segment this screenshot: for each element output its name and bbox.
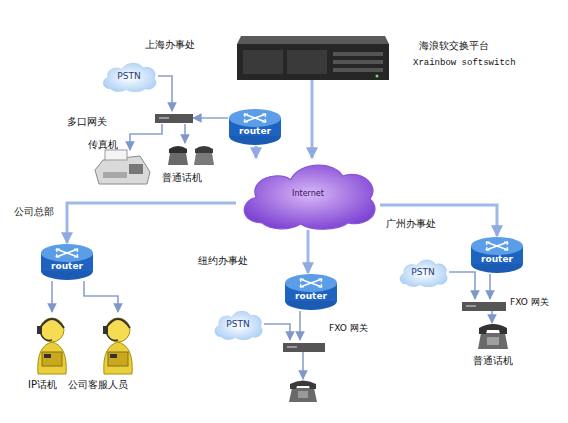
gateway-symbol — [462, 299, 506, 311]
node-label: Xrainbow softswitch — [413, 58, 533, 68]
phones-symbol — [168, 143, 216, 167]
link-arrow — [299, 311, 301, 340]
link-arrow — [489, 274, 491, 299]
link-arrow — [491, 311, 493, 323]
router-node: router — [470, 236, 524, 274]
link-arrow — [130, 124, 162, 150]
gateway-symbol — [155, 111, 193, 124]
cloud-node: PSTN — [100, 60, 158, 92]
person-node: IP话机 — [32, 312, 72, 374]
cloud-node: PSTN — [212, 308, 264, 340]
node-label: 多口网关 — [67, 116, 127, 128]
person-symbol — [98, 312, 138, 374]
server-symbol — [237, 36, 389, 80]
node-label: router — [284, 291, 338, 301]
node-label: PSTN — [100, 71, 158, 81]
link-arrow — [193, 117, 228, 119]
node-label: FXO 网关 — [510, 297, 568, 307]
office-label: 公司总部 — [14, 206, 54, 218]
link-arrow — [264, 324, 290, 340]
router-node: router — [284, 273, 338, 311]
gateway-node: FXO 网关 — [462, 299, 506, 311]
server-node: 海浪软交换平台Xrainbow softswitch — [237, 36, 389, 80]
node-label: Internet — [236, 189, 380, 198]
router-node: router — [228, 108, 282, 146]
link-arrow — [380, 205, 497, 236]
gateway-node: 多口网关 — [155, 111, 193, 124]
office-label: 纽约办事处 — [198, 255, 248, 267]
node-label: 普通话机 — [162, 172, 222, 184]
net-node: Internet — [236, 158, 380, 230]
node-label: router — [470, 254, 524, 264]
person-node: 公司客服人员 — [98, 312, 138, 374]
link-arrow — [84, 281, 118, 312]
link-arrow — [158, 76, 172, 111]
fax-node: 传真机 — [95, 150, 150, 185]
node-label: 公司客服人员 — [68, 379, 148, 391]
link-arrow — [255, 146, 258, 158]
gateway-node: FXO 网关 — [283, 340, 325, 352]
phones-node: 普通话机 — [168, 143, 216, 167]
node-label: router — [40, 261, 94, 271]
phone-symbol — [478, 323, 508, 349]
person-symbol — [32, 312, 72, 374]
link-arrow — [67, 203, 236, 243]
router-node: router — [40, 243, 94, 281]
office-label: 上海办事处 — [145, 39, 195, 51]
link-arrow — [311, 80, 314, 158]
gateway-symbol — [283, 340, 325, 352]
node-label: 海浪软交换平台 — [419, 40, 519, 52]
phone-wire — [302, 352, 304, 379]
node-label: 传真机 — [88, 139, 138, 151]
fax-symbol — [95, 150, 150, 185]
link-arrow — [184, 124, 186, 143]
link-arrow — [449, 272, 475, 299]
node-label: 普通话机 — [473, 355, 533, 367]
desk-phone-symbol — [289, 381, 317, 403]
node-label: PSTN — [397, 267, 449, 277]
phone-node: 普通话机 — [478, 323, 508, 349]
node-label: FXO 网关 — [329, 323, 389, 333]
office-label: 广州办事处 — [386, 218, 436, 230]
link-arrow — [307, 230, 310, 273]
node-label: router — [228, 126, 282, 136]
node-label: PSTN — [212, 319, 264, 329]
cloud-node: PSTN — [397, 257, 449, 287]
link-arrow — [51, 281, 53, 312]
